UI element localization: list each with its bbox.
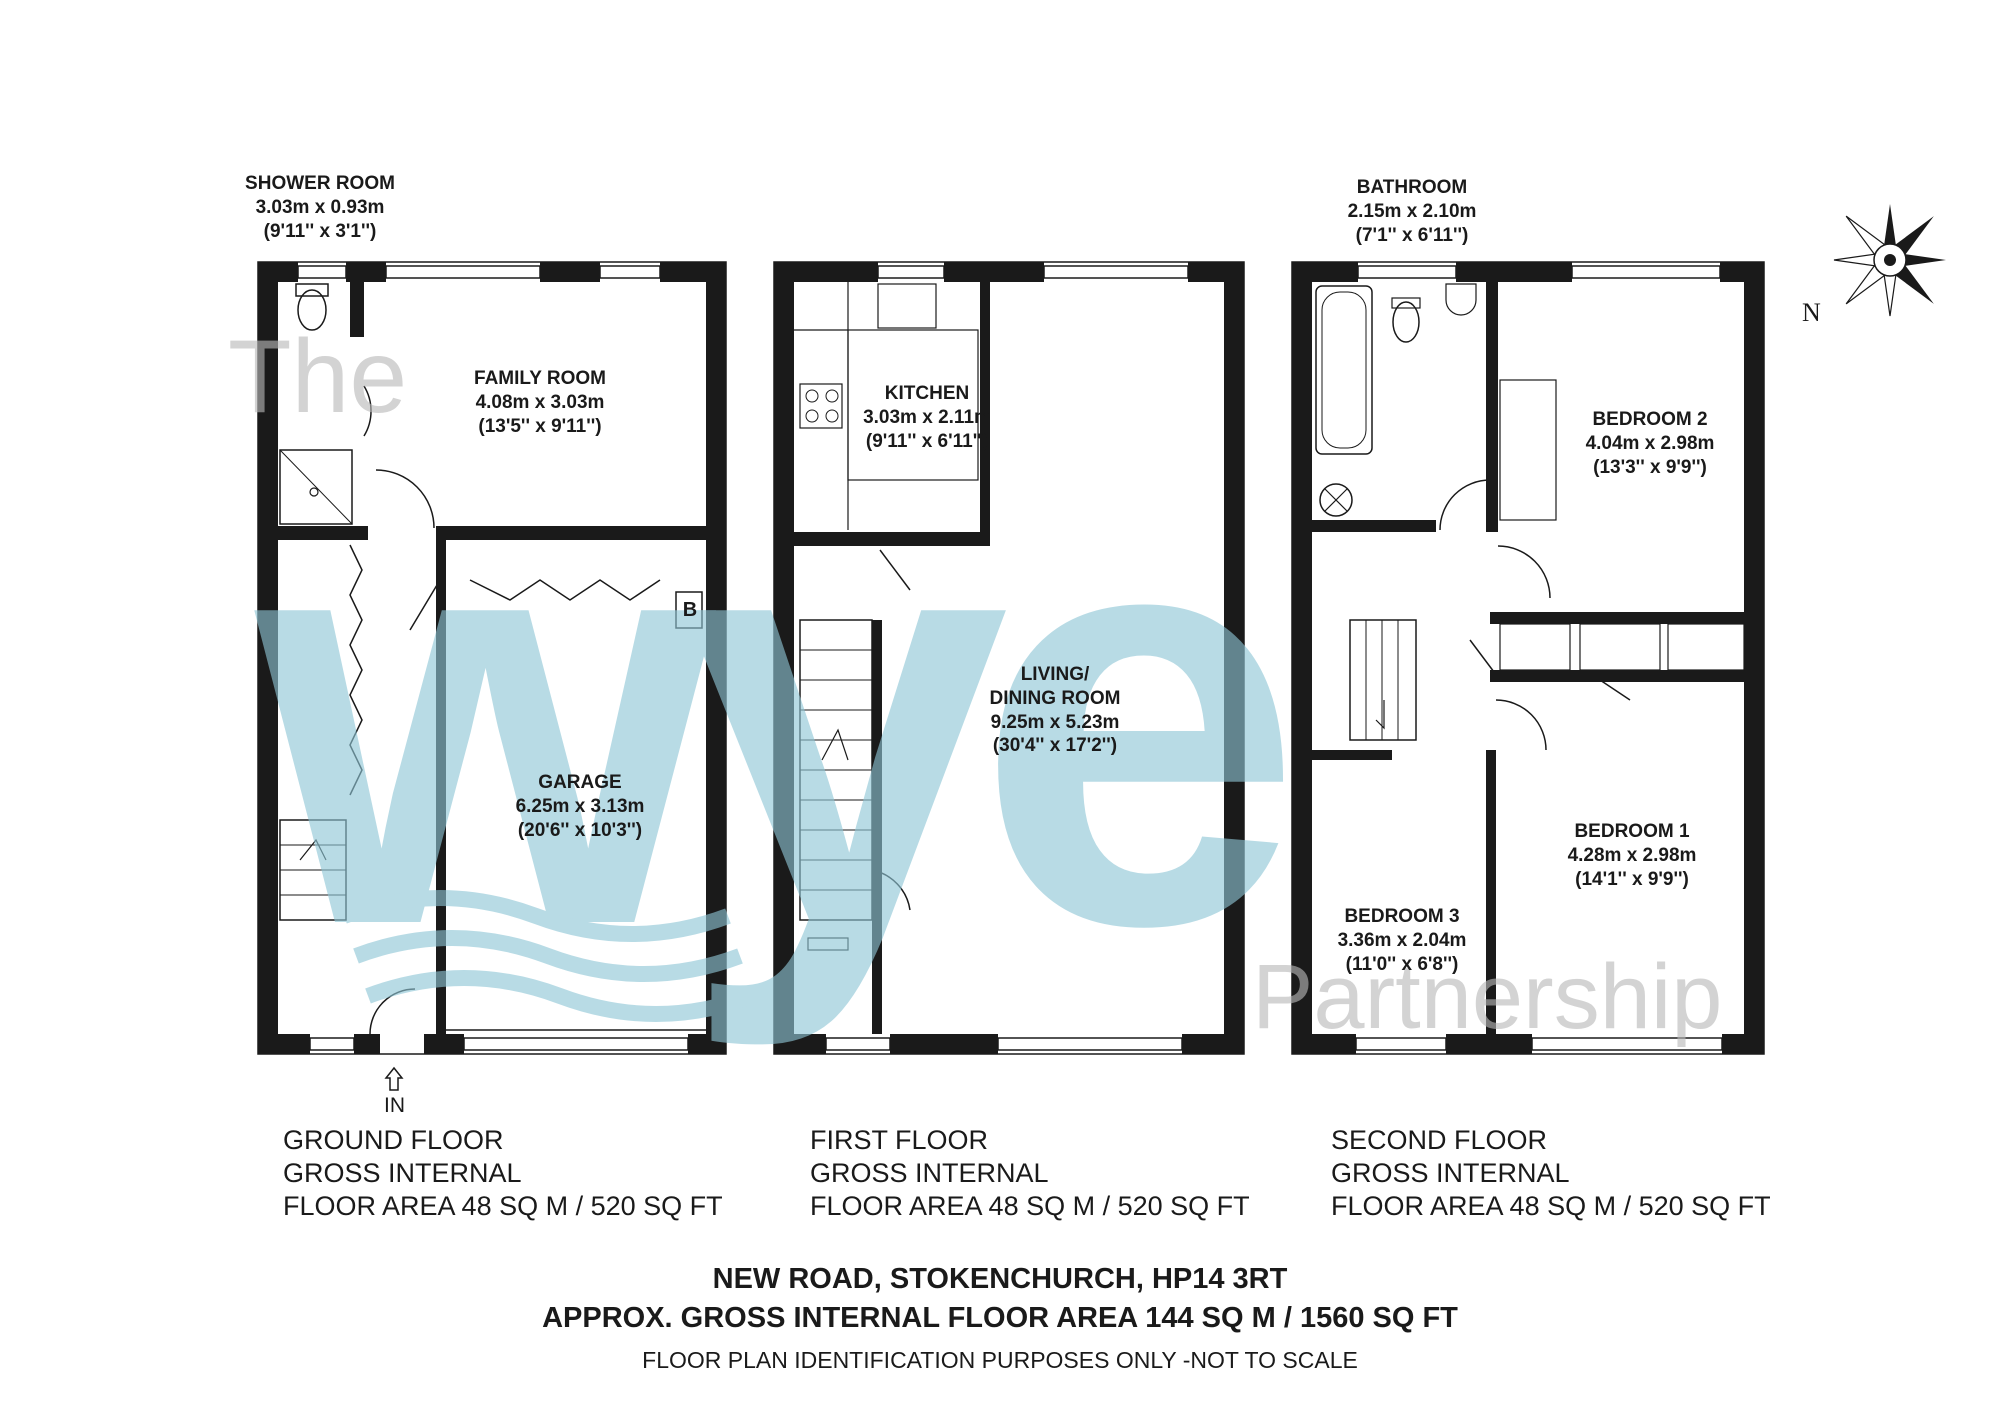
room-dimensions-imperial: (9'11'' x 3'1'') [263,220,377,242]
room-dimensions-metric: 4.08m x 3.03m [475,391,605,413]
floor-name: SECOND FLOOR [1331,1125,1548,1155]
second-floor-plan [1291,261,1765,1055]
room-label-kitchen: KITCHEN 3.03m x 2.11m (9'11'' x 6'11'') [842,382,1012,453]
property-address: NEW ROAD, STOKENCHURCH, HP14 3RT [712,1263,1288,1295]
room-label-garage: GARAGE 6.25m x 3.13m (20'6'' x 10'3'') [470,771,690,842]
floor-area-heading: GROSS INTERNAL [283,1158,522,1188]
room-dimensions-metric: 6.25m x 3.13m [515,795,645,817]
room-dimensions-imperial: (20'6'' x 10'3'') [517,819,643,841]
room-name: KITCHEN [884,383,970,404]
room-name: GARAGE [538,772,622,793]
room-name: FAMILY ROOM [474,368,606,389]
room-dimensions-metric: 3.36m x 2.04m [1337,929,1467,951]
room-label-bedroom-1: BEDROOM 1 4.28m x 2.98m (14'1'' x 9'9'') [1532,820,1732,891]
room-dimensions-imperial: (11'0'' x 6'8'') [1345,953,1459,975]
floor-caption-first: FIRST FLOOR GROSS INTERNAL FLOOR AREA 48… [810,1124,1250,1223]
total-floor-area: APPROX. GROSS INTERNAL FLOOR AREA 144 SQ… [542,1302,1458,1334]
room-name: BEDROOM 3 [1344,906,1460,927]
room-dimensions-metric: 3.03m x 2.11m [863,406,991,428]
boiler-marker: B [682,599,698,621]
watermark-wave [365,970,755,1022]
floor-caption-second: SECOND FLOOR GROSS INTERNAL FLOOR AREA 4… [1331,1124,1771,1223]
room-name: LIVING/ [1020,664,1090,685]
floor-area-value: FLOOR AREA 48 SQ M / 520 SQ FT [810,1191,1250,1221]
room-dimensions-imperial: (13'5'' x 9'11'') [478,415,602,437]
disclaimer: FLOOR PLAN IDENTIFICATION PURPOSES ONLY … [642,1347,1358,1373]
room-name: SHOWER ROOM [245,173,395,194]
room-dimensions-imperial: (7'1'' x 6'11'') [1355,224,1469,246]
watermark-wave [341,890,731,942]
room-label-family-room: FAMILY ROOM 4.08m x 3.03m (13'5'' x 9'11… [430,367,650,438]
room-dimensions-metric: 3.03m x 0.93m [255,196,385,218]
compass-north-label: N [1802,298,1821,327]
room-dimensions-metric: 4.28m x 2.98m [1567,844,1697,866]
floor-area-value: FLOOR AREA 48 SQ M / 520 SQ FT [1331,1191,1771,1221]
floor-name: GROUND FLOOR [283,1125,504,1155]
room-label-bedroom-3: BEDROOM 3 3.36m x 2.04m (11'0'' x 6'8'') [1312,905,1492,976]
first-floor-plan [773,261,1245,1055]
room-dimensions-metric: 9.25m x 5.23m [990,711,1120,733]
watermark-wave [353,930,743,982]
entrance-label: IN [384,1094,405,1117]
room-label-bedroom-2: BEDROOM 2 4.04m x 2.98m (13'3'' x 9'9'') [1550,408,1750,479]
compass-icon [1833,204,1946,317]
room-name: BATHROOM [1356,177,1468,198]
watermark-suffix: Partnership [1252,946,1722,1048]
floor-caption-ground: GROUND FLOOR GROSS INTERNAL FLOOR AREA 4… [283,1124,723,1223]
room-name: BEDROOM 1 [1574,821,1690,842]
room-dimensions-metric: 2.15m x 2.10m [1347,200,1477,222]
brand-watermark: The wye Partnership [228,319,1722,1051]
room-label-bathroom: BATHROOM 2.15m x 2.10m (7'1'' x 6'11'') [1312,176,1512,247]
ground-floor-plan [257,261,727,1055]
room-name-line2: DINING ROOM [989,687,1121,709]
floor-area-value: FLOOR AREA 48 SQ M / 520 SQ FT [283,1191,723,1221]
plan-footer: NEW ROAD, STOKENCHURCH, HP14 3RT APPROX.… [0,1263,2000,1374]
room-name: BEDROOM 2 [1592,409,1708,430]
floor-area-heading: GROSS INTERNAL [810,1158,1049,1188]
entrance-arrow-icon [384,1066,404,1091]
floor-name: FIRST FLOOR [810,1125,989,1155]
room-label-living-dining: LIVING/ DINING ROOM 9.25m x 5.23m (30'4'… [950,663,1160,758]
watermark-prefix: The [228,319,407,435]
floor-area-heading: GROSS INTERNAL [1331,1158,1570,1188]
room-dimensions-imperial: (30'4'' x 17'2'') [992,735,1118,757]
room-dimensions-imperial: (9'11'' x 6'11'') [865,430,989,452]
room-dimensions-imperial: (13'3'' x 9'9'') [1593,456,1707,478]
room-dimensions-metric: 4.04m x 2.98m [1585,432,1715,454]
room-label-shower-room: SHOWER ROOM 3.03m x 0.93m (9'11'' x 3'1'… [215,172,425,243]
room-dimensions-imperial: (14'1'' x 9'9'') [1575,868,1689,890]
